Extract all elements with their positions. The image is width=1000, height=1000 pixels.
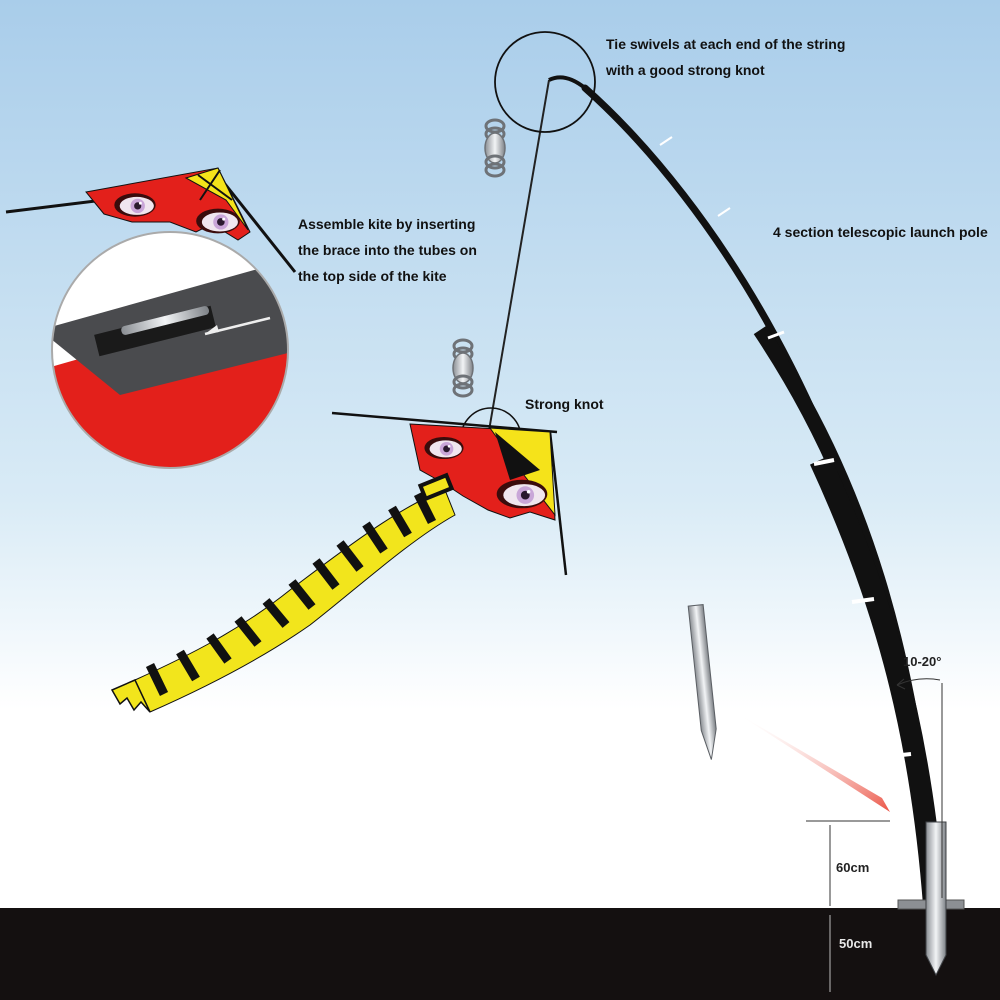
below-ground-depth-label: 50cm <box>839 936 873 951</box>
pole-section-joint <box>882 752 912 759</box>
ground <box>0 908 1000 1000</box>
swivel-icon <box>451 338 475 398</box>
dimension-lines <box>806 678 943 992</box>
pole-label: 4 section telescopic launch pole <box>773 224 988 240</box>
strong-knot-label: Strong knot <box>525 396 604 412</box>
kite-icon <box>110 411 568 713</box>
assemble-instruction-line-2: the brace into the tubes on <box>298 242 477 258</box>
tail-fringe <box>110 679 151 713</box>
pole-section-joint <box>813 458 835 466</box>
kite-line <box>484 79 550 455</box>
assemble-instruction-line-3: the top side of the kite <box>298 268 447 284</box>
top-knot-highlight <box>494 31 596 133</box>
ground-stake-icon <box>687 604 717 760</box>
pole-section-joint <box>851 597 875 604</box>
swivel-instruction-line-2: with a good strong knot <box>606 62 765 78</box>
red-pointer <box>735 712 890 812</box>
swivel-icon <box>483 118 507 178</box>
angle-label: 10-20° <box>903 654 942 669</box>
pole-section-joint <box>659 136 673 146</box>
pole-section-joint <box>717 207 731 217</box>
assemble-instruction-line-1: Assemble kite by inserting <box>298 216 476 232</box>
swivel-instruction-line-1: Tie swivels at each end of the string <box>606 36 846 52</box>
kite-icon <box>5 167 297 273</box>
pole-section-joint <box>767 330 785 340</box>
arrow-icon <box>205 325 219 334</box>
above-ground-height-label: 60cm <box>836 860 870 875</box>
swivel-instruction-label: Tie swivels at each end of the string wi… <box>606 31 936 83</box>
assemble-instruction-label: Assemble kite by inserting the brace int… <box>298 211 518 289</box>
ground-stake-installed <box>897 821 965 977</box>
